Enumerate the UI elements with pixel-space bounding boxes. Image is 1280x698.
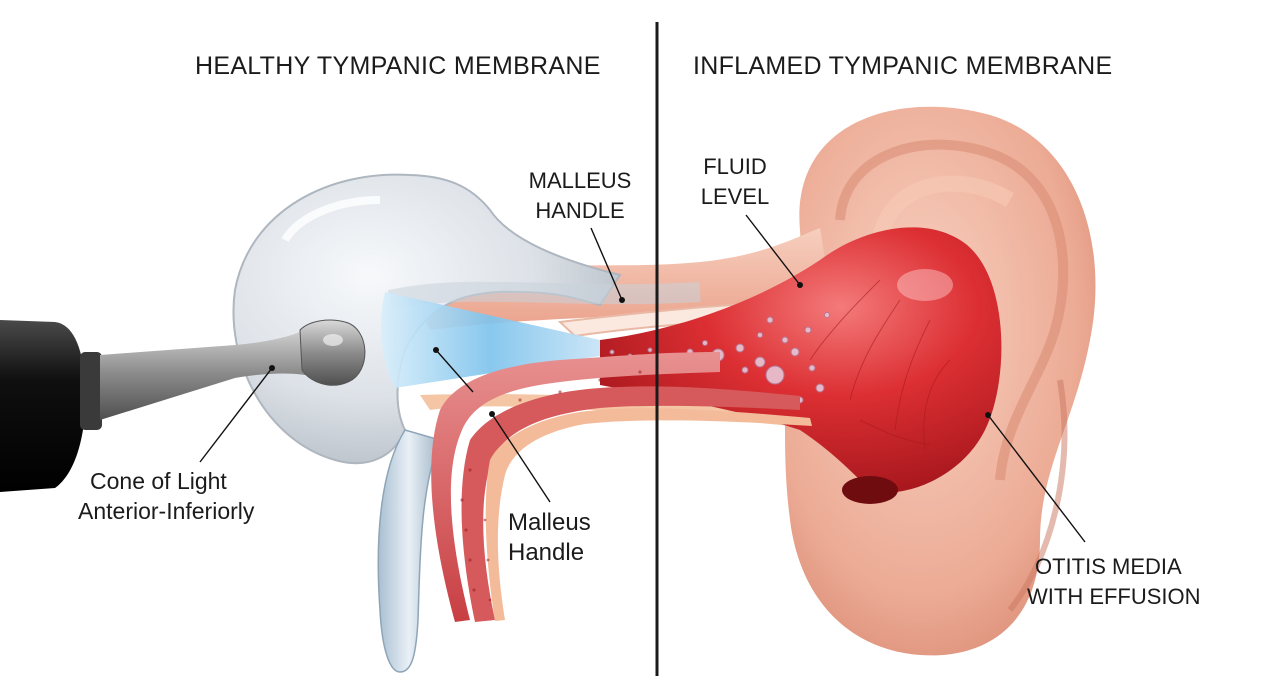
malleus-handle-label-upper: MALLEUS HANDLE: [518, 166, 642, 226]
leader-dots: [269, 282, 991, 418]
inflamed-membrane: [600, 227, 1002, 504]
cone-label-line-1: Cone of Light: [90, 468, 227, 494]
malleus-lower-line-2: Handle: [508, 539, 585, 566]
healthy-title: HEALTHY TYMPANIC MEMBRANE: [195, 52, 601, 80]
fluid-level-line-1: FLUID: [703, 154, 767, 179]
fluid-level-line-2: LEVEL: [700, 184, 770, 209]
otoscope: [0, 319, 366, 492]
otitis-line-1: OTITIS MEDIA: [1035, 554, 1182, 579]
malleus-handle-label-lower: Malleus Handle: [508, 508, 591, 568]
malleus-lower-line-1: Malleus: [508, 509, 591, 536]
effusion-bubbles: [609, 312, 830, 404]
cone-of-light-label: Cone of Light Anterior-Inferiorly: [78, 466, 254, 526]
otitis-media-label: OTITIS MEDIA WITH EFFUSION: [1027, 552, 1201, 612]
malleus-upper-line-1: MALLEUS: [528, 168, 632, 193]
cone-label-line-2: Anterior-Inferiorly: [78, 498, 255, 524]
fluid-level-label: FLUID LEVEL: [686, 152, 784, 212]
blue-tube: [377, 429, 442, 673]
otitis-line-2: WITH EFFUSION: [1027, 584, 1201, 609]
leader-lines: [199, 214, 1086, 543]
malleus-upper-line-2: HANDLE: [535, 198, 625, 223]
inflamed-title: INFLAMED TYMPANIC MEMBRANE: [693, 52, 1113, 80]
malleus-ducts: [431, 352, 812, 622]
